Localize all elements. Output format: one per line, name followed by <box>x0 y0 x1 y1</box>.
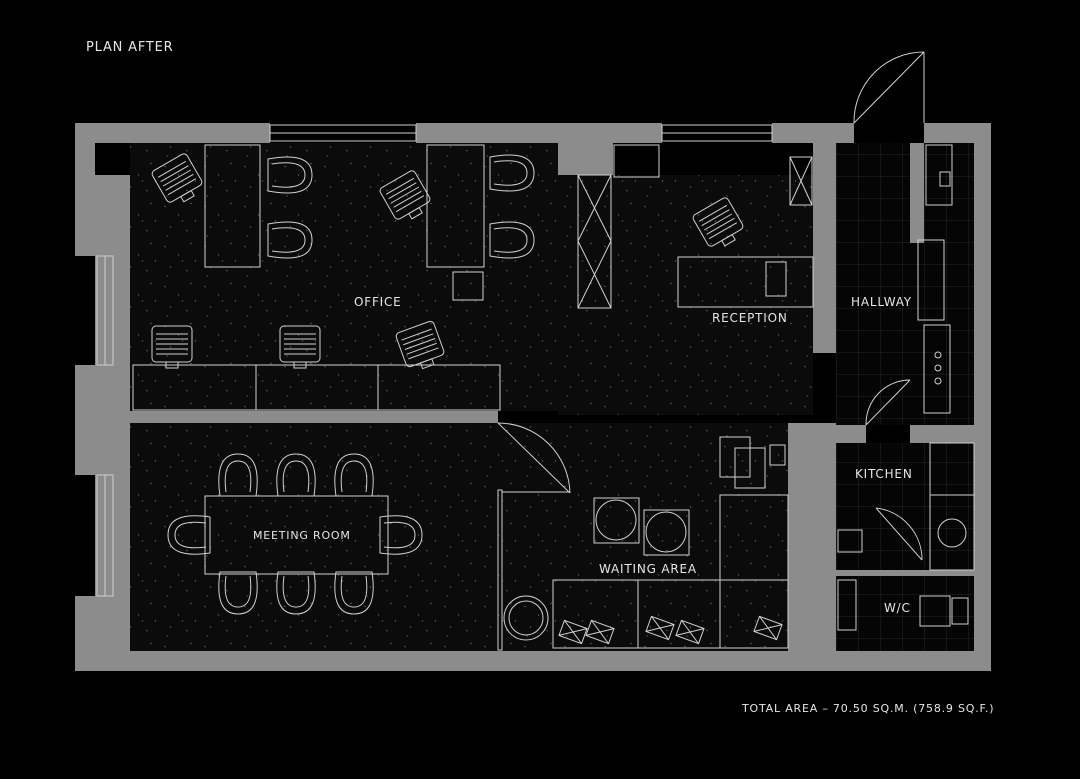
wall-left-outer-mid <box>75 365 95 475</box>
meeting-chair <box>379 515 423 555</box>
walls <box>75 123 991 671</box>
room-label-wc: W/C <box>884 601 911 615</box>
wc-door <box>875 507 923 561</box>
wall-hallway-left-upper <box>813 143 836 353</box>
visitor-chair <box>267 156 313 194</box>
wc-basin <box>837 579 857 631</box>
visitor-chair <box>489 221 535 259</box>
storage-3 <box>789 156 813 206</box>
doors <box>497 51 925 651</box>
wall-pillar-top <box>558 143 613 175</box>
storage-2 <box>613 144 660 178</box>
room-label-kitchen: KITCHEN <box>855 467 913 481</box>
meeting-chair <box>276 453 316 497</box>
toilet <box>919 595 951 627</box>
desk-2 <box>426 144 485 268</box>
total-area: TOTAL AREA – 70.50 SQ.M. (758.9 SQ.F.) <box>742 702 995 715</box>
entrance-door <box>853 51 925 124</box>
wall-kitchen-top-right <box>910 425 974 443</box>
office-chair <box>692 197 744 247</box>
room-label-meeting: MEETING ROOM <box>253 529 351 542</box>
room-label-waiting: WAITING AREA <box>599 562 697 576</box>
chairs <box>151 153 783 645</box>
office-chair <box>379 170 431 220</box>
office-chair <box>395 320 445 370</box>
plant <box>503 595 549 641</box>
meeting-door <box>497 422 571 494</box>
furniture <box>132 144 975 649</box>
office-chair <box>151 153 203 203</box>
reception-desk <box>677 256 814 308</box>
cushion <box>558 619 588 645</box>
wall-waiting-right <box>788 423 813 651</box>
wall-left-outer-top <box>75 123 95 256</box>
waiting-floor <box>498 423 788 651</box>
cushion <box>645 615 675 641</box>
side-table-2 <box>643 509 690 556</box>
glass-partition <box>497 489 503 651</box>
wall-top-left <box>75 123 270 143</box>
wall-bottom <box>75 651 825 671</box>
meeting-chair <box>334 571 374 615</box>
windows <box>96 124 773 597</box>
reception-floor <box>558 175 813 415</box>
printer-cabinet <box>452 271 484 301</box>
meeting-chair <box>218 453 258 497</box>
desk-row <box>132 364 501 411</box>
visitor-chair <box>267 221 313 259</box>
kitchen-door <box>865 379 911 426</box>
meeting-chair <box>334 453 374 497</box>
wall-wc-top <box>836 570 974 576</box>
meeting-chair <box>167 515 211 555</box>
cushion <box>675 619 705 645</box>
room-label-hallway: HALLWAY <box>851 295 912 309</box>
wall-hallway-right <box>910 143 924 243</box>
wc-floor <box>836 576 974 651</box>
visitor-chair <box>489 154 535 192</box>
room-label-office: OFFICE <box>354 295 402 309</box>
sofa-chaise <box>719 494 789 581</box>
wall-hallway-left-lower <box>813 423 836 651</box>
hallway-floor <box>836 143 974 425</box>
side-table-1 <box>593 497 640 544</box>
kitchen-floor <box>836 443 974 570</box>
meeting-chair <box>218 571 258 615</box>
office-chair <box>279 325 321 369</box>
wall-office-divider <box>95 411 498 423</box>
wall-right-outer <box>974 123 991 671</box>
sofa <box>552 579 789 649</box>
kitchen-counter <box>929 442 975 571</box>
office-floor <box>130 143 558 411</box>
wall-kitchen-top <box>836 425 866 443</box>
cushion <box>753 615 783 641</box>
wall-bottom-right <box>825 651 991 671</box>
room-label-reception: RECEPTION <box>712 311 788 325</box>
wall-top-mid <box>416 123 662 143</box>
meeting-chair <box>276 571 316 615</box>
hall-closet <box>917 239 945 321</box>
plan-title: PLAN AFTER <box>86 40 174 55</box>
cushion <box>585 619 615 645</box>
wall-top-right <box>772 123 854 143</box>
floors <box>130 143 974 651</box>
sink <box>937 518 967 548</box>
desk-1 <box>204 144 261 268</box>
office-chair <box>151 325 193 369</box>
meeting-floor <box>130 423 498 651</box>
